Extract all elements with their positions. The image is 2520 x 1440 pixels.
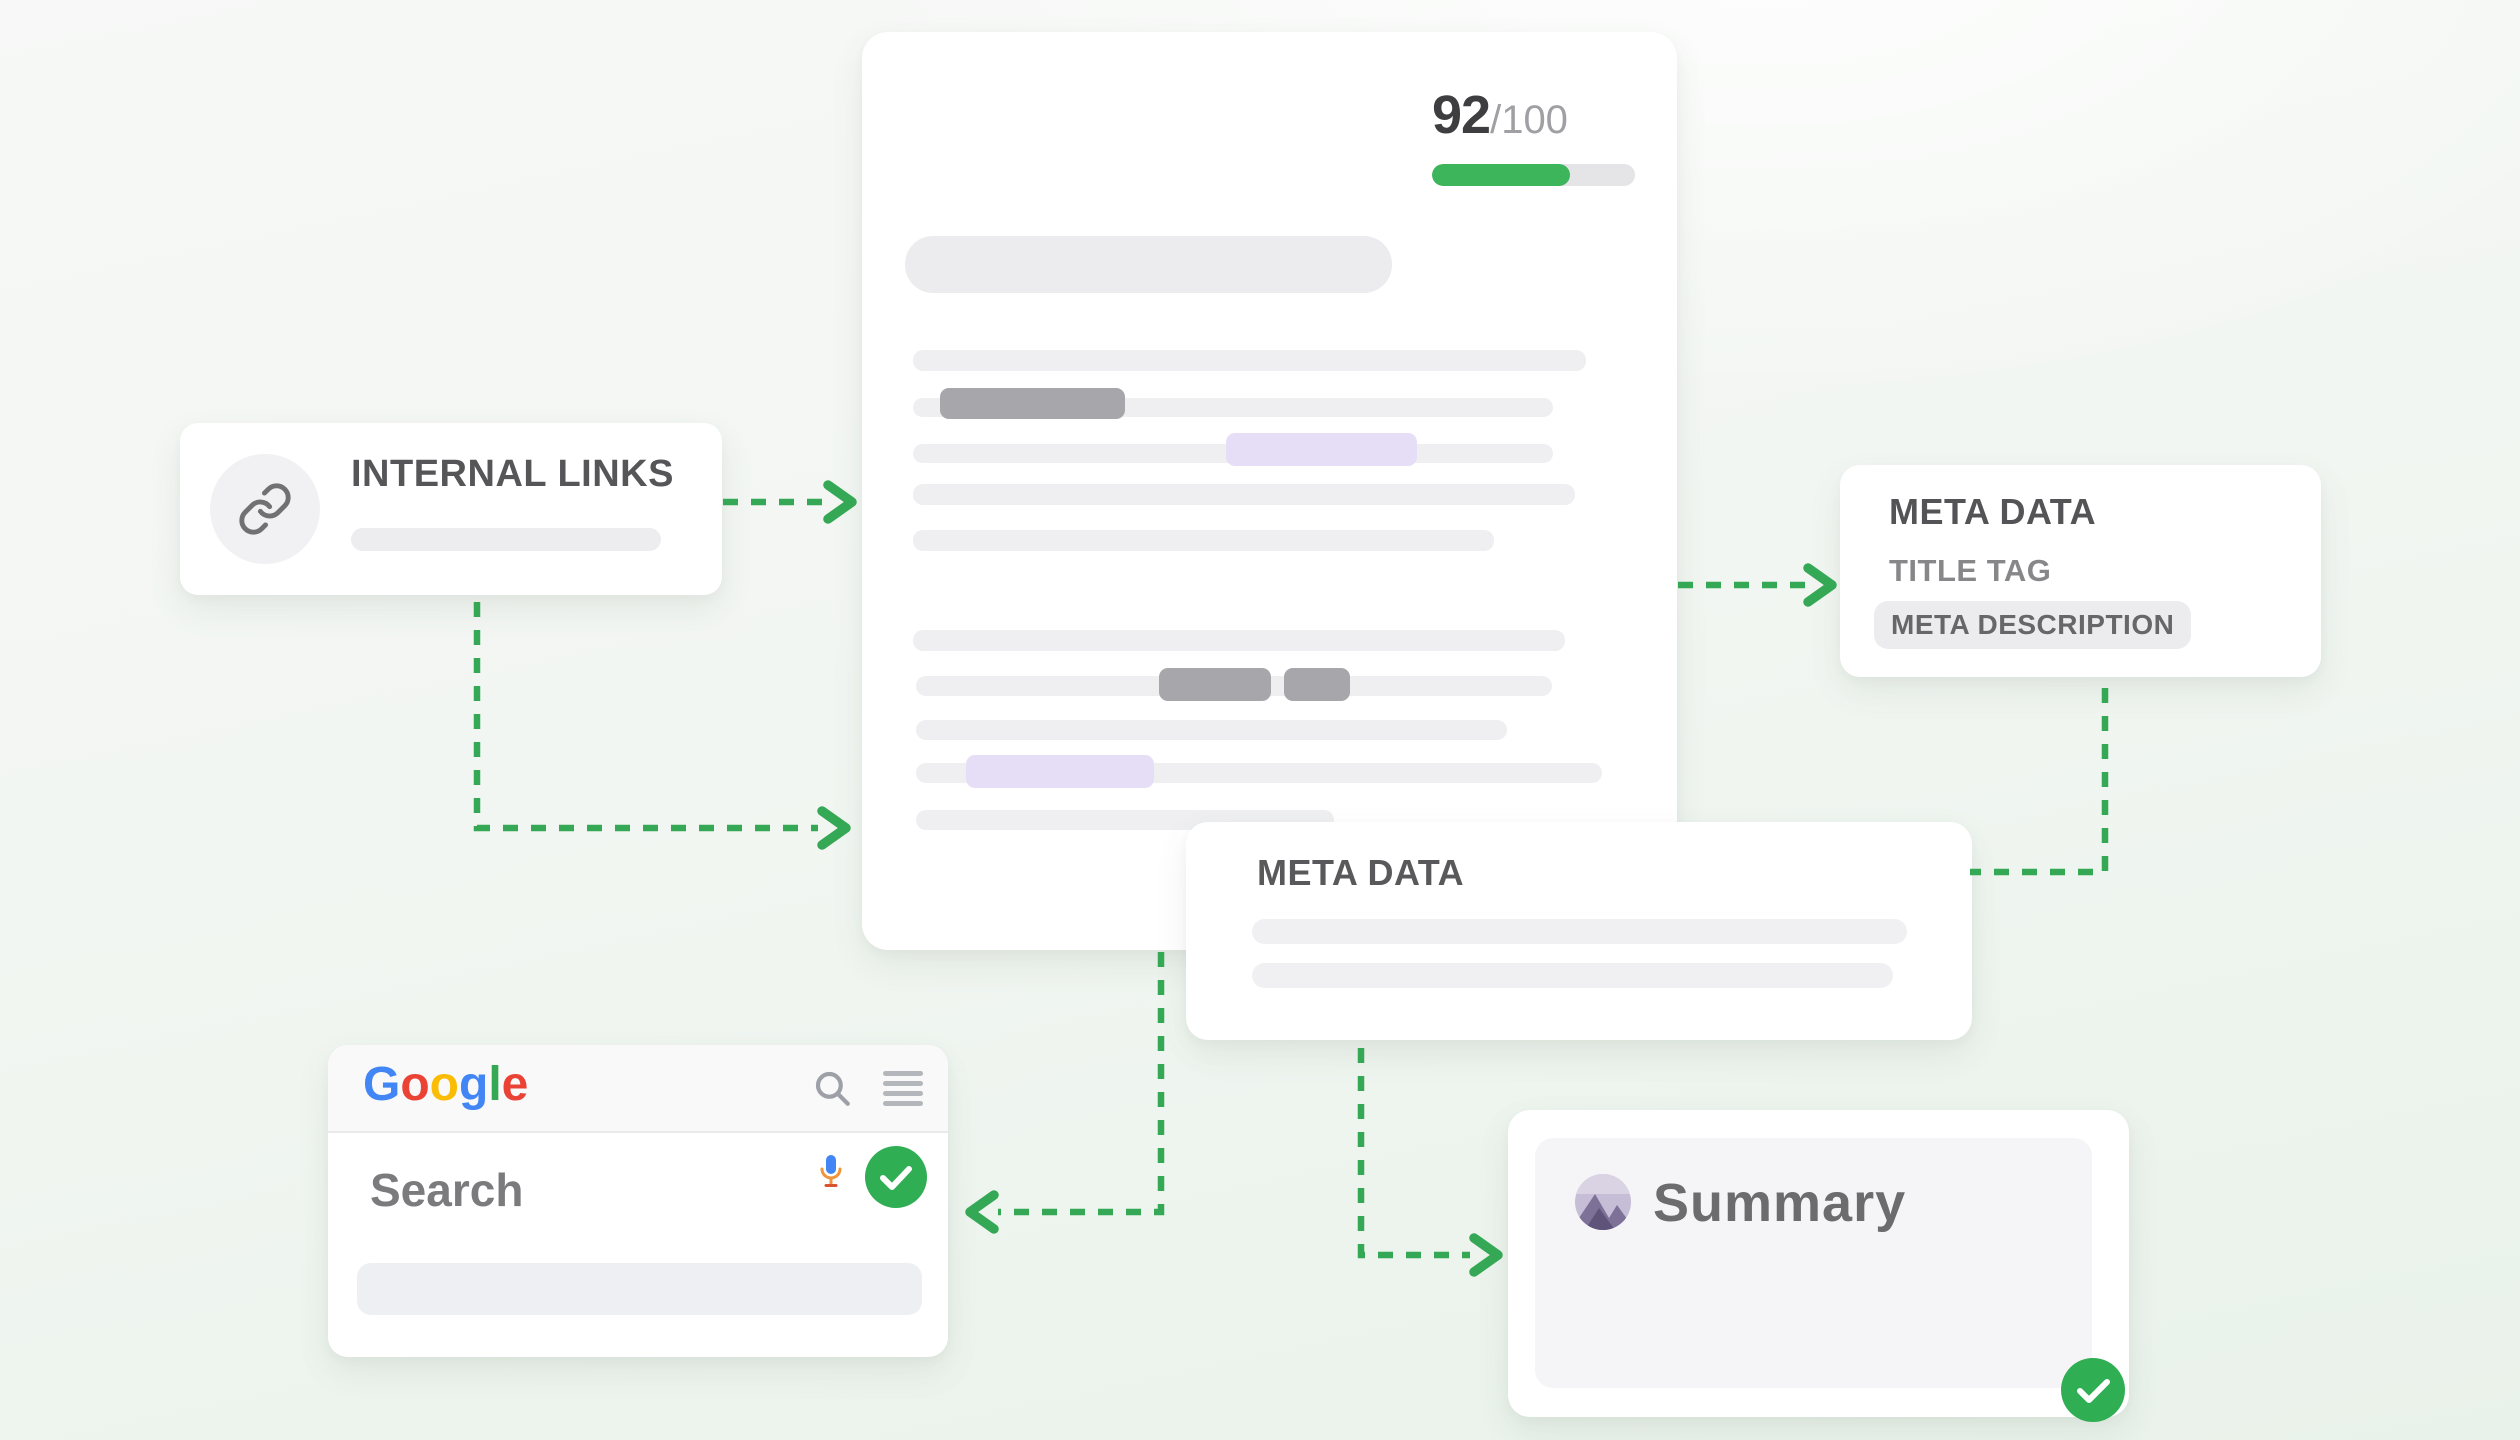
- google-header: Google: [328, 1045, 948, 1133]
- skeleton-title: [905, 236, 1392, 293]
- google-search-card: Google Search: [328, 1045, 948, 1357]
- skeleton-line: [913, 350, 1586, 371]
- skeleton-line: [913, 630, 1565, 651]
- skeleton-line: [1252, 963, 1893, 988]
- internal-links-title: INTERNAL LINKS: [351, 453, 674, 495]
- score-progress-fill: [1432, 164, 1571, 186]
- menu-icon: [883, 1071, 923, 1106]
- score-progress-bar: [1432, 164, 1635, 186]
- arrow-meta-bottom-to-summary: [1357, 1048, 1503, 1277]
- skeleton-line: [913, 530, 1494, 551]
- arrow-internal-links-to-document: [723, 480, 857, 524]
- highlight-dark: [1159, 668, 1271, 701]
- mic-icon: [820, 1155, 842, 1187]
- search-input-placeholder: [357, 1263, 922, 1315]
- summary-title: Summary: [1653, 1173, 1907, 1233]
- meta-data-title: META DATA: [1889, 491, 2097, 532]
- avatar: [1575, 1174, 1631, 1230]
- score-value: 92: [1432, 85, 1491, 145]
- search-label: Search: [370, 1164, 524, 1216]
- meta-data-card-bottom: META DATA: [1186, 822, 1972, 1040]
- title-tag-label: TITLE TAG: [1889, 553, 2052, 588]
- arrow-document-to-google: [965, 952, 1165, 1234]
- link-icon-circle: [210, 454, 320, 564]
- highlight-dark: [1284, 668, 1350, 701]
- internal-links-card: INTERNAL LINKS: [180, 423, 722, 595]
- skeleton-line: [916, 720, 1507, 740]
- skeleton-line: [913, 484, 1575, 505]
- summary-card: Summary: [1508, 1110, 2129, 1422]
- score-denominator: /100: [1490, 98, 1568, 142]
- check-icon: [865, 1146, 927, 1208]
- check-icon: [2061, 1358, 2125, 1422]
- skeleton-line: [351, 528, 661, 551]
- connector-meta-right-to-meta-bottom: [1970, 688, 2109, 876]
- meta-data-title: META DATA: [1257, 852, 1465, 893]
- highlight-purple: [1226, 433, 1417, 466]
- link-icon: [239, 483, 291, 535]
- highlight-dark: [940, 388, 1125, 419]
- arrow-internal-links-elbow-to-document: [473, 602, 851, 850]
- skeleton-line: [1252, 919, 1907, 944]
- meta-description-badge: META DESCRIPTION: [1874, 601, 2192, 649]
- meta-data-card-right: META DATA TITLE TAG META DESCRIPTION: [1840, 465, 2321, 677]
- seo-score: 92 /100: [1432, 84, 1642, 186]
- search-icon: [815, 1071, 850, 1106]
- highlight-purple: [966, 755, 1154, 788]
- google-logo: Google: [363, 1058, 529, 1111]
- arrow-document-to-meta-data-right: [1678, 563, 1837, 607]
- summary-panel: Summary: [1535, 1138, 2125, 1422]
- page-audit-card: 92 /100: [862, 32, 1677, 950]
